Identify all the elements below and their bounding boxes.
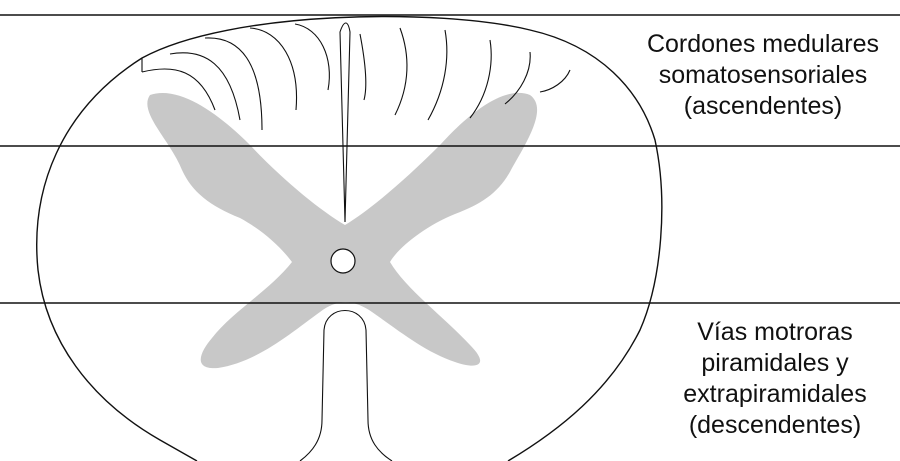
ascending-tracts-label: Cordones medulares somatosensoriales (as… [628,29,898,122]
descending-label-line-2: piramidales y [650,348,900,379]
descending-tracts-label: Vías motroras piramidales y extrapiramid… [650,317,900,441]
descending-label-line-1: Vías motroras [650,317,900,348]
central-canal [331,249,355,273]
ascending-label-line-3: (ascendentes) [628,91,898,122]
posterior-median-septum [340,23,350,222]
ascending-label-line-2: somatosensoriales [628,60,898,91]
descending-label-line-4: (descendentes) [650,410,900,441]
dorsal-columns-right [360,28,570,120]
anterior-median-fissure [300,311,392,461]
descending-label-line-3: extrapiramidales [650,379,900,410]
ascending-label-line-1: Cordones medulares [628,29,898,60]
